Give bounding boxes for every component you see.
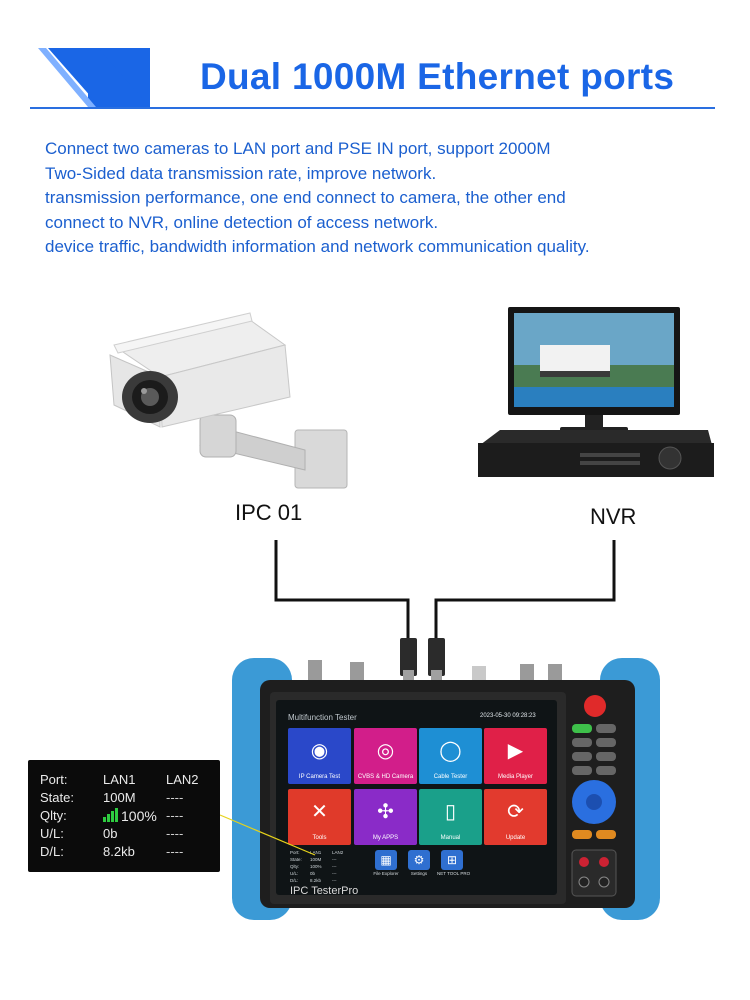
- settings-icon: ⚙: [408, 850, 430, 870]
- info-port-lan2: LAN2: [166, 772, 199, 787]
- network-info-panel: Port: LAN1 LAN2 State: 100M ---- Qlty: 1…: [28, 760, 220, 872]
- mini-dl-lan1: 8.2kb: [310, 878, 322, 883]
- tile-label: Cable Tester: [433, 774, 468, 780]
- mini-lan1: LAN1: [310, 850, 322, 855]
- mini-ul-lan1: 0b: [310, 871, 316, 876]
- nvr-label: NVR: [590, 504, 637, 529]
- cable-tester-icon: ◯: [439, 740, 462, 762]
- description: Connect two cameras to LAN port and PSE …: [45, 137, 725, 260]
- dock-label: Settings: [410, 871, 428, 876]
- net-tool-icon: ⊞: [441, 850, 463, 870]
- header-rule: [30, 107, 715, 109]
- tile-cvbs-hd-camera[interactable]: ◎ CVBS & HD Camera: [354, 728, 417, 784]
- tile-cable-tester[interactable]: ◯ Cable Tester: [419, 728, 482, 784]
- mini-state-lan2: ---: [332, 857, 337, 862]
- tile-label: Tools: [312, 835, 327, 841]
- screen-status: 2023-05-30 09:28:23: [480, 713, 536, 719]
- description-line: Connect two cameras to LAN port and PSE …: [45, 139, 551, 158]
- mini-port-label: Port:: [290, 850, 300, 855]
- ipc-label: IPC 01: [235, 500, 303, 525]
- info-state-lan1: 100M: [103, 790, 136, 805]
- tile-label: Manual: [440, 835, 461, 841]
- ip-camera-icon: ◉: [310, 740, 329, 762]
- dock-label: NET TOOL PRO: [437, 871, 471, 876]
- page-title: Dual 1000M Ethernet ports: [200, 56, 675, 97]
- mini-lan2: LAN2: [332, 850, 344, 855]
- tester-screen: Multifunction Tester 2023-05-30 09:28:23…: [276, 700, 557, 895]
- info-ul-lan1: 0b: [103, 826, 118, 841]
- mini-qlty-lan2: ---: [332, 864, 337, 869]
- mini-ul-lan2: ---: [332, 871, 337, 876]
- screen-title: Multifunction Tester: [288, 713, 357, 722]
- header-banner-stripe: [38, 48, 96, 107]
- update-icon: ⟳: [507, 801, 524, 823]
- mini-qlty-label: Qlty:: [290, 864, 300, 869]
- tile-media-player[interactable]: ▶ Media Player: [484, 728, 547, 784]
- file-explorer-icon: ▦: [375, 850, 397, 870]
- tile-label: CVBS & HD Camera: [357, 774, 414, 780]
- info-qlty-lan2: ----: [166, 808, 184, 823]
- info-qlty-label: Qlty:: [40, 808, 67, 823]
- info-dl-lan2: ----: [166, 844, 184, 859]
- dock-settings[interactable]: ⚙ Settings: [404, 850, 434, 876]
- ip-camera-illustration: [109, 312, 348, 489]
- tile-ip-camera-test[interactable]: ◉ IP Camera Test: [288, 728, 351, 784]
- description-line: transmission performance, one end connec…: [45, 188, 566, 207]
- tile-my-apps[interactable]: ✣ My APPS: [354, 789, 417, 845]
- dock-net-tool-pro[interactable]: ⊞ NET TOOL PRO: [437, 850, 471, 876]
- mini-state-lan1: 100M: [310, 857, 322, 862]
- header-banner: [38, 48, 150, 107]
- mini-qlty-lan1: 100%: [310, 864, 322, 869]
- description-line: device traffic, bandwidth information an…: [45, 237, 590, 256]
- signal-strength-icon: [103, 808, 118, 822]
- tile-manual[interactable]: ▯ Manual: [419, 789, 482, 845]
- dock-label: File Explorer: [373, 871, 399, 876]
- info-port-label: Port:: [40, 772, 68, 787]
- info-dl-lan1: 8.2kb: [103, 844, 135, 859]
- description-line: Two-Sided data transmission rate, improv…: [45, 163, 437, 183]
- nvr-illustration: [478, 307, 714, 477]
- info-state-lan2: ----: [166, 790, 184, 805]
- tile-tools[interactable]: ✕ Tools: [288, 789, 351, 845]
- tile-update[interactable]: ⟳ Update: [484, 789, 547, 845]
- dock-file-explorer[interactable]: ▦ File Explorer: [371, 850, 401, 876]
- power-button[interactable]: [584, 695, 606, 717]
- media-player-icon: ▶: [507, 740, 524, 762]
- header-banner-slant: [48, 48, 150, 107]
- mini-dl-label: D/L:: [290, 878, 299, 883]
- device-brand: IPC TesterPro: [290, 885, 359, 897]
- network-cables: [274, 540, 616, 688]
- apps-icon: ✣: [377, 801, 394, 823]
- mini-ul-label: U/L:: [290, 871, 299, 876]
- manual-icon: ▯: [444, 801, 456, 823]
- tile-label: Update: [505, 835, 526, 841]
- tools-icon: ✕: [311, 801, 328, 823]
- info-state-label: State:: [40, 790, 74, 805]
- tile-label: IP Camera Test: [298, 774, 341, 780]
- callout-line: [219, 814, 316, 856]
- mini-dl-lan2: ---: [332, 878, 337, 883]
- info-port-lan1: LAN1: [103, 772, 136, 787]
- description-line: connect to NVR, online detection of acce…: [45, 212, 439, 232]
- info-qlty-lan1: 100%: [121, 808, 157, 824]
- info-dl-label: D/L:: [40, 844, 64, 859]
- tile-label: My APPS: [372, 835, 399, 841]
- rj45-plug-right: [428, 638, 445, 676]
- cvbs-camera-icon: ◎: [376, 740, 395, 762]
- mini-state-label: State:: [290, 857, 302, 862]
- info-ul-label: U/L:: [40, 826, 64, 841]
- rj45-plug-left: [400, 638, 417, 676]
- info-ul-lan2: ----: [166, 826, 184, 841]
- tile-label: Media Player: [497, 774, 533, 780]
